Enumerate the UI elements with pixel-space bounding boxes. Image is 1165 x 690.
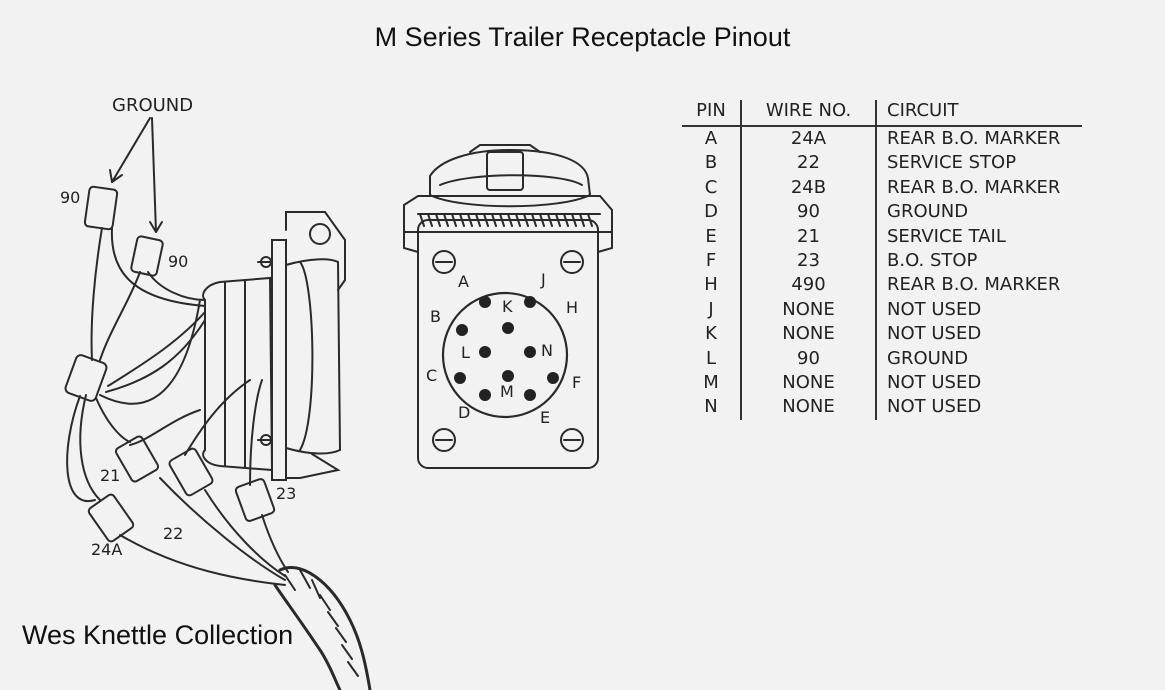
face-pin-label-l: L <box>461 343 470 362</box>
cell-circuit: NOT USED <box>875 322 1082 347</box>
cell-circuit: REAR B.O. MARKER <box>875 273 1082 298</box>
cell-wire: 490 <box>740 273 876 298</box>
cell-circuit: REAR B.O. MARKER <box>875 126 1082 152</box>
cell-pin: A <box>704 128 718 149</box>
header-wire-no: WIRE NO. <box>740 100 876 127</box>
face-pin-label-a: A <box>458 272 469 291</box>
face-pin-label-d: D <box>458 403 471 422</box>
face-pin-label-b: B <box>430 307 441 326</box>
cell-pin: M <box>703 372 719 394</box>
cell-wire: NONE <box>740 297 876 323</box>
face-pin-label-f: F <box>572 373 582 392</box>
header-pin: PIN <box>682 100 741 127</box>
table-header-row: PIN WIRE NO. CIRCUIT <box>682 100 1082 127</box>
cell-wire: 23 <box>740 249 876 274</box>
face-pin-label-n: N <box>541 341 553 360</box>
face-pin-label-e: E <box>540 408 551 427</box>
face-pin-label-h: H <box>566 298 579 317</box>
cell-pin: L <box>705 347 717 369</box>
cell-wire: 90 <box>740 200 876 225</box>
cell-pin: E <box>705 225 717 247</box>
cell-circuit: GROUND <box>875 346 1082 372</box>
cell-pin: H <box>704 274 718 296</box>
ground-arrow-right <box>151 117 157 233</box>
face-pin-label-j: J <box>541 270 546 289</box>
cell-pin: K <box>705 323 717 345</box>
cell-wire: 22 <box>740 151 876 176</box>
cell-wire: NONE <box>740 322 876 347</box>
wire-label-21: 21 <box>100 466 121 485</box>
cell-pin: D <box>704 201 718 223</box>
face-pin-label-k: K <box>502 297 513 316</box>
cell-wire: 24B <box>740 175 876 201</box>
ground-label: GROUND <box>112 95 194 116</box>
header-circuit: CIRCUIT <box>875 100 1082 127</box>
cell-circuit: SERVICE TAIL <box>875 224 1082 250</box>
cell-circuit: NOT USED <box>875 371 1082 396</box>
cell-wire: 90 <box>740 346 876 372</box>
cell-circuit: SERVICE STOP <box>875 151 1082 176</box>
cell-circuit: NOT USED <box>875 297 1082 323</box>
cell-wire: 24A <box>740 126 876 152</box>
cell-pin: F <box>705 250 717 272</box>
cell-wire: NONE <box>740 371 876 396</box>
cell-pin: J <box>708 298 714 320</box>
wire-label-90-left: 90 <box>60 188 81 207</box>
contact-pins <box>454 296 559 401</box>
cell-circuit: GROUND <box>875 200 1082 225</box>
cell-circuit: B.O. STOP <box>875 249 1082 274</box>
wire-label-24a: 24A <box>91 540 123 559</box>
wire-label-90-right: 90 <box>168 252 189 271</box>
cell-wire: NONE <box>740 395 876 420</box>
ground-arrow-left <box>111 117 151 183</box>
collection-credit: Wes Knettle Collection <box>22 620 294 650</box>
face-pin-label-c: C <box>426 366 438 385</box>
cell-pin: B <box>704 152 718 174</box>
face-pin-label-m: M <box>500 382 514 401</box>
wire-label-23: 23 <box>276 484 297 503</box>
cell-wire: 21 <box>740 224 876 250</box>
wire-label-22: 22 <box>163 524 184 543</box>
cell-pin: N <box>704 396 718 418</box>
cell-circuit: NOT USED <box>875 395 1082 420</box>
page-title: M Series Trailer Receptacle Pinout <box>374 22 791 52</box>
cell-circuit: REAR B.O. MARKER <box>875 175 1082 201</box>
cell-pin: C <box>704 176 718 198</box>
